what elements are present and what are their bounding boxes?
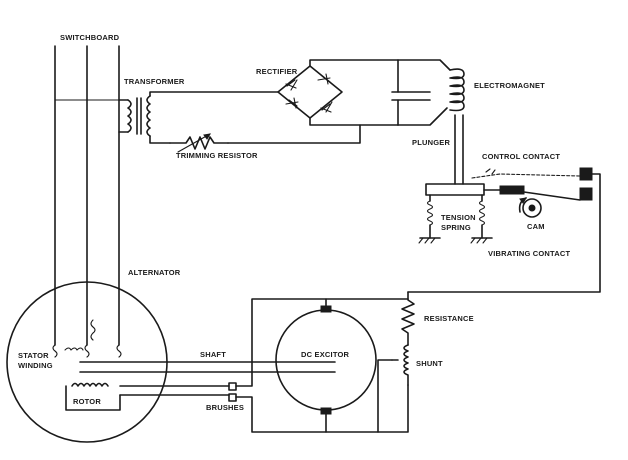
rectifier-label: RECTIFIER xyxy=(256,67,298,76)
shaft-label: SHAFT xyxy=(200,350,226,359)
spring-label: SPRING xyxy=(441,223,471,232)
tension-label: TENSION xyxy=(441,213,476,222)
shunt-label: SHUNT xyxy=(416,359,443,368)
winding-label: WINDING xyxy=(18,361,53,370)
electromagnet xyxy=(449,68,465,185)
switchboard-bus xyxy=(54,45,120,346)
capacitor xyxy=(391,59,451,126)
brushes-label: BRUSHES xyxy=(206,403,244,412)
resistance-label: RESISTANCE xyxy=(424,314,474,323)
rectifier-bridge xyxy=(277,59,399,126)
trimming-resistor xyxy=(169,124,361,153)
resistance xyxy=(401,291,415,346)
electromagnet-label: ELECTROMAGNET xyxy=(474,81,545,90)
dc-excitor xyxy=(275,298,377,433)
transformer-label: TRANSFORMER xyxy=(124,77,185,86)
vibrating-contact-label: VIBRATING CONTACT xyxy=(488,249,571,258)
cam-label: CAM xyxy=(527,222,545,231)
trimming-resistor-label: TRIMMING RESISTOR xyxy=(176,151,258,160)
transformer xyxy=(118,91,279,144)
dc-excitor-label: DC EXCITOR xyxy=(301,350,350,359)
shunt xyxy=(377,344,409,433)
control-contact-label: CONTROL CONTACT xyxy=(482,152,560,161)
stator-label: STATOR xyxy=(18,351,49,360)
switchboard-label: SWITCHBOARD xyxy=(60,33,120,42)
rotor-label: ROTOR xyxy=(73,397,101,406)
brushes xyxy=(119,298,409,433)
alternator-label: ALTERNATOR xyxy=(128,268,181,277)
alternator xyxy=(6,281,336,443)
contacts xyxy=(407,167,601,293)
plunger-label: PLUNGER xyxy=(412,138,450,147)
